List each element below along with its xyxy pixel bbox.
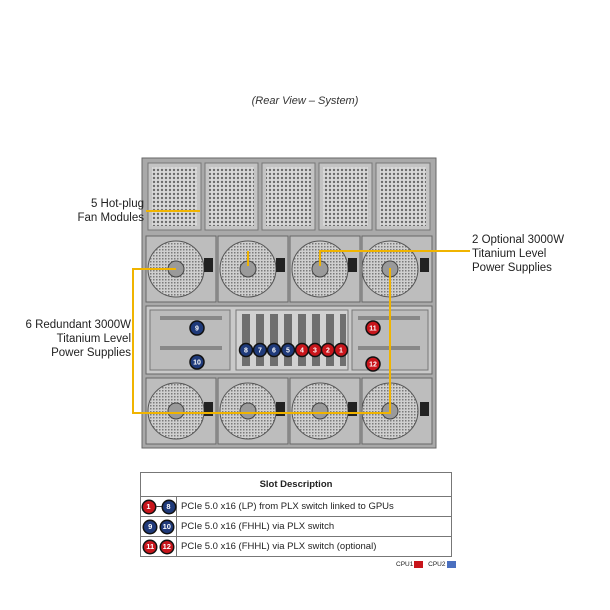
badge-slot-10: 10 [160, 520, 173, 533]
badge-slot-1: 1 [142, 500, 155, 513]
svg-text:1: 1 [339, 348, 343, 355]
row-description: PCIe 5.0 x16 (FHHL) via PLX switch (opti… [176, 536, 452, 557]
svg-text:12: 12 [369, 362, 377, 369]
leader-redundant-psu [132, 268, 391, 414]
leader-redundant-psu-top [132, 268, 176, 345]
slot-badge-7: 7 [252, 342, 268, 358]
row-description: PCIe 5.0 x16 (FHHL) via PLX switch [176, 516, 452, 537]
svg-text:7: 7 [258, 348, 262, 355]
fan-module [147, 162, 202, 231]
svg-text:3: 3 [313, 348, 317, 355]
row-badges: 11 12 [140, 536, 177, 557]
leader-lines [132, 210, 470, 414]
slot-badge-4: 4 [294, 342, 310, 358]
leader-optional-psu [319, 250, 470, 266]
legend-cpu2-label: CPU2 [428, 561, 446, 569]
slot-badge-8: 8 [238, 342, 254, 358]
power-supply [289, 377, 361, 445]
slot-badge-12: 12 [365, 356, 381, 372]
svg-text:9: 9 [195, 326, 199, 333]
legend-cpu1-swatch [414, 561, 424, 568]
power-supply [217, 377, 289, 445]
badge-slot-12: 12 [160, 540, 173, 553]
psu-row-lower [145, 377, 433, 445]
slot-badges: 9 10 11 12 8 7 6 5 4 3 2 1 [189, 320, 381, 372]
svg-text:5: 5 [286, 348, 290, 355]
power-supply [145, 235, 217, 303]
power-supply [217, 235, 289, 303]
slot-badge-1: 1 [333, 342, 349, 358]
row-badges: 9 10 [140, 516, 177, 537]
callout-optional-psu: 2 Optional 3000W Titanium Level Power Su… [472, 234, 565, 274]
badge-slot-8: 8 [162, 500, 175, 513]
svg-text:8: 8 [244, 348, 248, 355]
badge-slot-11: 11 [144, 540, 157, 553]
slot-badge-11: 11 [365, 320, 381, 336]
slot-badge-9: 9 [189, 320, 205, 336]
slot-badge-5: 5 [280, 342, 296, 358]
table-header: Slot Description [140, 472, 452, 497]
legend-cpu1-label: CPU1 [396, 561, 414, 569]
svg-text:11: 11 [369, 326, 377, 333]
slot-badge-3: 3 [307, 342, 323, 358]
svg-text:10: 10 [193, 360, 201, 367]
callout-redundant-psu: 6 Redundant 3000W Titanium Level Power S… [25, 319, 132, 359]
fan-module [261, 162, 316, 231]
fan-module [318, 162, 373, 231]
slot-badge-2: 2 [320, 342, 336, 358]
row-description: PCIe 5.0 x16 (LP) from PLX switch linked… [176, 496, 452, 517]
cpu-legend: CPU1 CPU2 [396, 561, 459, 568]
slot-badge-10: 10 [189, 354, 205, 370]
svg-text:4: 4 [300, 348, 304, 355]
slot-badge-6: 6 [266, 342, 282, 358]
range-dash [155, 506, 162, 507]
fan-modules [147, 162, 431, 231]
power-supply [289, 235, 361, 303]
callout-fan-modules: 5 Hot-plug Fan Modules [77, 198, 144, 224]
view-caption: (Rear View – System) [251, 95, 359, 107]
fan-module [204, 162, 259, 231]
svg-text:6: 6 [272, 348, 276, 355]
legend-cpu2-swatch [446, 561, 456, 568]
fan-module [375, 162, 431, 231]
power-supply [361, 377, 433, 445]
table-row: 11 12 PCIe 5.0 x16 (FHHL) via PLX switch… [140, 536, 452, 557]
table-row: 9 10 PCIe 5.0 x16 (FHHL) via PLX switch [140, 516, 452, 537]
power-supply [145, 377, 217, 445]
svg-text:2: 2 [326, 348, 330, 355]
badge-slot-9: 9 [144, 520, 157, 533]
power-supply [361, 235, 433, 303]
